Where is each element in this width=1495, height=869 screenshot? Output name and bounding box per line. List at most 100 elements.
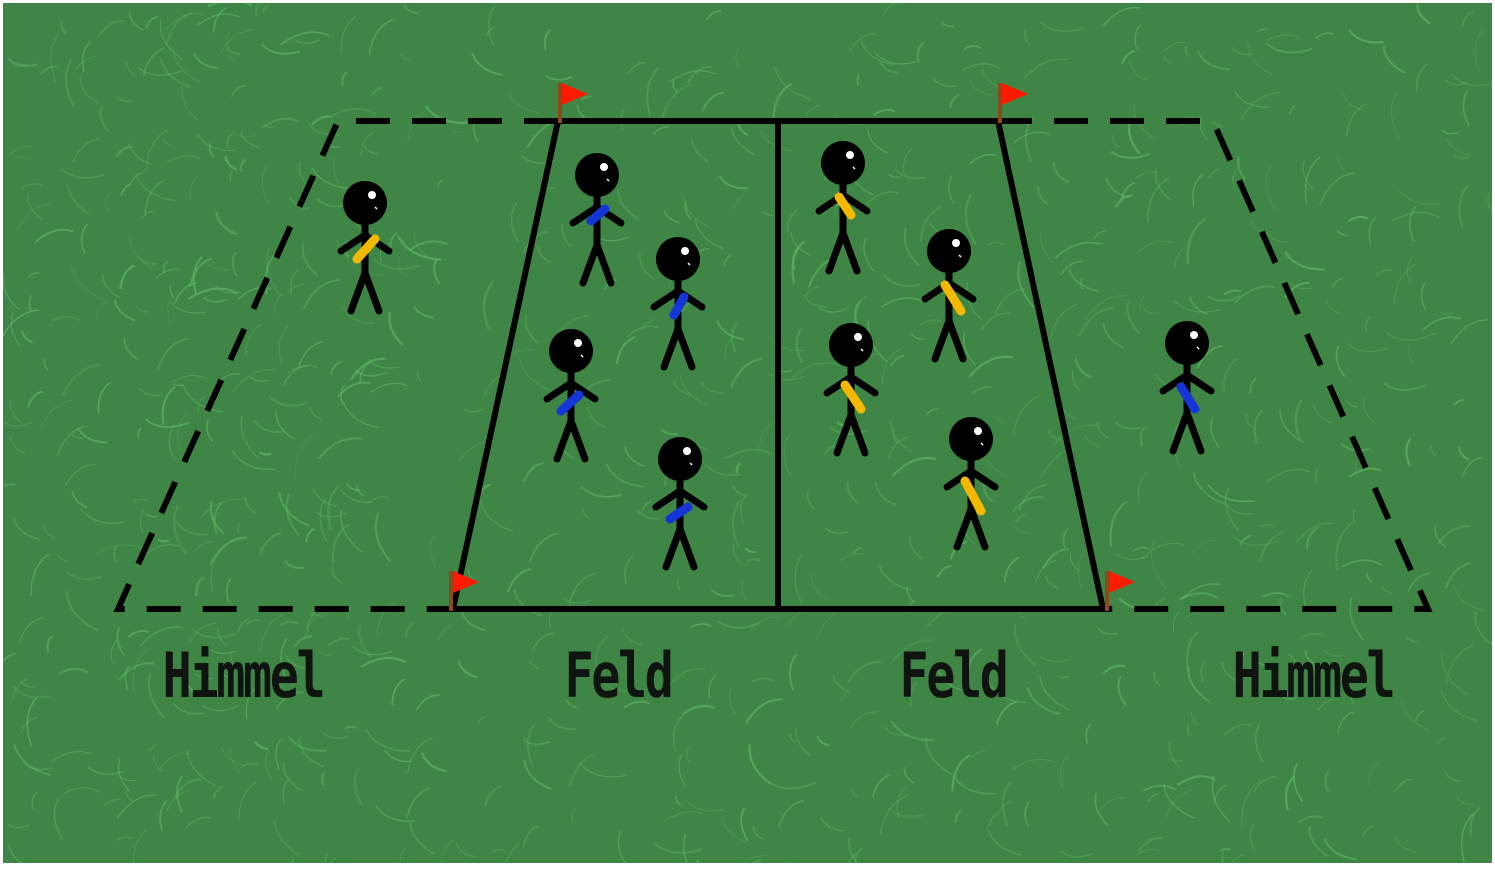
grass-streak xyxy=(158,339,188,370)
grass-streak xyxy=(341,386,344,405)
grass-streak xyxy=(702,382,724,393)
grass-streak xyxy=(422,753,447,772)
grass-streak xyxy=(1266,165,1276,210)
grass-streak xyxy=(1297,523,1335,543)
grass-streak xyxy=(524,827,538,847)
grass-streak xyxy=(1051,304,1077,339)
grass-streak xyxy=(102,274,120,298)
grass-streak xyxy=(408,738,433,774)
grass-streak xyxy=(14,518,41,539)
grass-streak xyxy=(19,618,43,643)
grass-streak xyxy=(227,579,231,603)
grass-streak xyxy=(341,489,373,502)
grass-streak xyxy=(274,819,301,856)
grass-streak xyxy=(1013,497,1044,511)
grass-streak xyxy=(1100,798,1126,810)
grass-streak xyxy=(733,485,744,495)
grass-streak xyxy=(1111,152,1150,158)
grass-streak xyxy=(22,184,43,188)
grass-streak xyxy=(617,337,635,364)
grass-streak xyxy=(1363,827,1372,837)
grass-streak xyxy=(1382,585,1392,594)
grass-streak xyxy=(195,542,213,551)
grass-streak xyxy=(116,147,131,157)
grass-streak xyxy=(647,68,658,116)
grass-streak xyxy=(306,529,315,542)
grass-streak xyxy=(637,509,659,518)
grass-streak xyxy=(1446,563,1470,588)
grass-streak xyxy=(705,464,740,476)
player-blue-field xyxy=(654,237,702,367)
grass-streak xyxy=(134,831,146,863)
grass-streak xyxy=(825,528,848,533)
grass-streak xyxy=(1175,248,1185,268)
grass-streak xyxy=(156,269,182,278)
grass-streak xyxy=(208,3,252,6)
grass-streak xyxy=(795,554,802,603)
grass-streak xyxy=(1141,427,1145,447)
grass-streak xyxy=(1369,217,1376,245)
grass-streak xyxy=(918,42,925,60)
grass-streak xyxy=(51,751,91,762)
grass-streak xyxy=(493,850,506,852)
grass-streak xyxy=(910,536,922,559)
grass-streak xyxy=(1188,725,1190,736)
grass-streak xyxy=(331,109,375,116)
grass-streak xyxy=(1154,672,1160,686)
grass-streak xyxy=(1463,91,1468,126)
grass-streak xyxy=(342,72,347,85)
grass-streak xyxy=(279,326,289,364)
grass-streak xyxy=(549,613,552,627)
grass-streak xyxy=(680,375,708,406)
grass-streak xyxy=(376,513,390,561)
grass-streak xyxy=(741,494,747,523)
grass-streak xyxy=(712,590,735,597)
grass-streak xyxy=(338,383,370,397)
grass-streak xyxy=(139,256,157,264)
grass-streak xyxy=(431,536,436,568)
grass-streak xyxy=(625,556,633,584)
grass-streak xyxy=(880,795,908,834)
grass-streak xyxy=(291,270,298,296)
grass-streak xyxy=(1043,549,1069,569)
grass-streak xyxy=(295,40,319,43)
grass-streak xyxy=(674,381,689,395)
grass-streak xyxy=(779,801,804,826)
sky-zone-right-outline xyxy=(998,121,1428,609)
grass-streak xyxy=(1353,510,1355,524)
grass-streak xyxy=(260,452,272,454)
grass-streak xyxy=(1011,522,1030,533)
grass-streak xyxy=(1454,400,1464,405)
grass-streak xyxy=(753,826,763,839)
playing-field-diagram: Himmel Feld Feld Himmel xyxy=(3,3,1492,863)
grass-streak xyxy=(1041,231,1054,263)
grass-streak xyxy=(389,312,403,345)
grass-streak xyxy=(1078,549,1086,588)
grass-streak xyxy=(295,434,314,478)
grass-streak xyxy=(345,727,356,729)
grass-streak xyxy=(1457,797,1474,805)
grass-streak xyxy=(874,110,895,115)
grass-streak xyxy=(1135,25,1140,51)
grass-streak xyxy=(138,429,141,440)
grass-streak xyxy=(353,647,392,655)
grass-streak xyxy=(920,320,942,325)
grass-streak xyxy=(392,679,404,705)
grass-streak xyxy=(143,211,154,217)
grass-streak xyxy=(790,734,796,743)
grass-streak xyxy=(695,219,724,249)
grass-streak xyxy=(1338,230,1348,235)
grass-streak xyxy=(883,4,897,15)
grass-streak xyxy=(581,97,592,100)
grass-streak xyxy=(263,119,299,128)
grass-streak xyxy=(618,189,638,218)
grass-streak xyxy=(1061,261,1084,275)
grass-streak xyxy=(763,210,774,215)
grass-streak xyxy=(464,409,483,412)
grass-streak xyxy=(1349,30,1384,42)
grass-streak xyxy=(72,491,87,508)
grass-streak xyxy=(891,356,904,367)
grass-streak xyxy=(1348,401,1358,407)
grass-streak xyxy=(462,611,487,631)
grass-streak xyxy=(1155,169,1171,200)
